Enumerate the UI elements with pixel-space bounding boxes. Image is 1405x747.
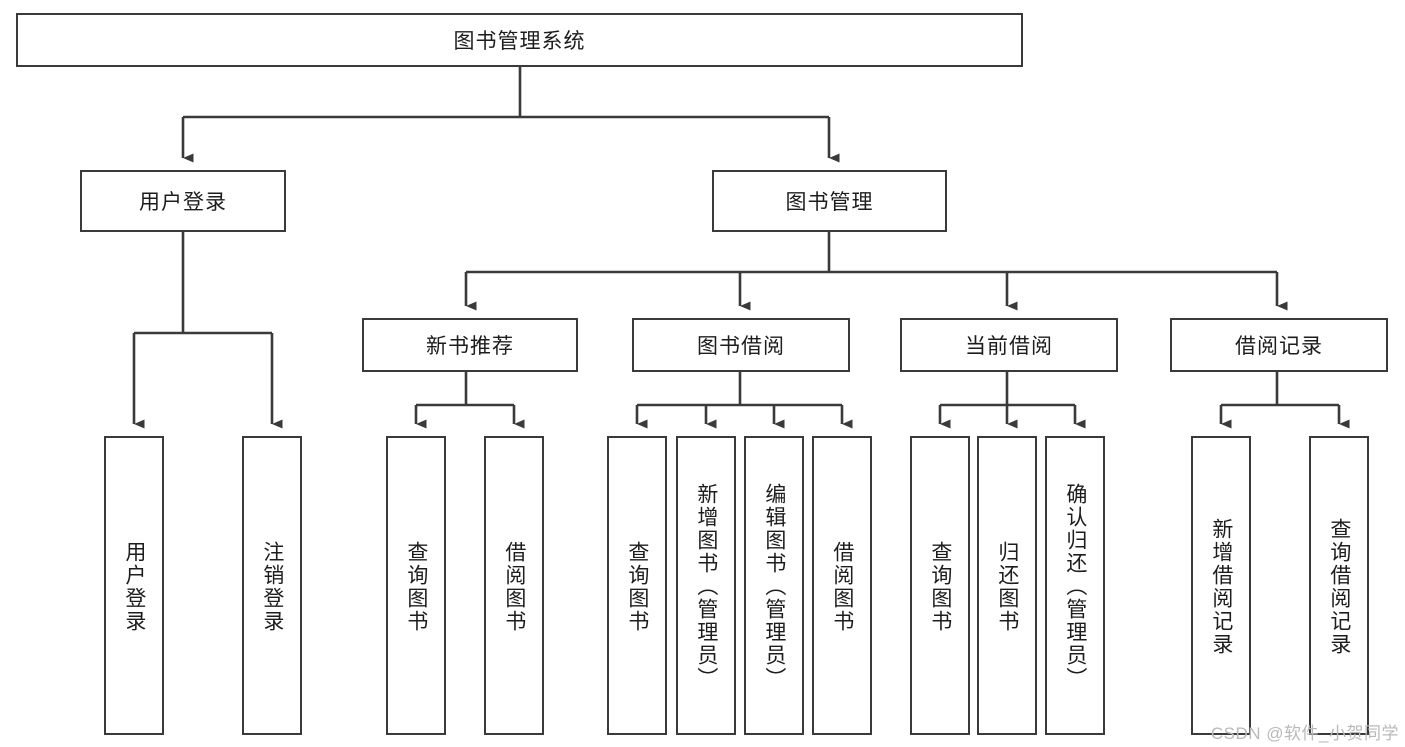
node-current-borrow-label: 当前借阅 bbox=[965, 335, 1053, 358]
leaf-query-book-current-label: 查询图书 bbox=[928, 540, 952, 633]
watermark: CSDN @软件_小贺同学 bbox=[1210, 724, 1399, 743]
node-root[interactable]: 图书管理系统 bbox=[16, 13, 1023, 67]
leaf-add-book-admin[interactable]: 新增图书（管理员） bbox=[676, 436, 736, 735]
node-root-label: 图书管理系统 bbox=[453, 30, 586, 53]
node-new-book-recommend[interactable]: 新书推荐 bbox=[362, 318, 578, 372]
leaf-borrow-book[interactable]: 借阅图书 bbox=[812, 436, 872, 735]
node-user-login-label: 用户登录 bbox=[139, 191, 227, 214]
node-user-login[interactable]: 用户登录 bbox=[80, 170, 286, 232]
leaf-logout[interactable]: 注销登录 bbox=[242, 436, 302, 735]
node-new-book-recommend-label: 新书推荐 bbox=[426, 335, 514, 358]
leaf-query-book-current[interactable]: 查询图书 bbox=[910, 436, 970, 735]
node-book-borrow-label: 图书借阅 bbox=[697, 335, 785, 358]
leaf-return-book[interactable]: 归还图书 bbox=[977, 436, 1037, 735]
leaf-return-book-label: 归还图书 bbox=[995, 540, 1019, 633]
leaf-confirm-return-admin[interactable]: 确认归还（管理员） bbox=[1045, 436, 1105, 735]
leaf-edit-book-admin-label: 编辑图书（管理员） bbox=[762, 483, 786, 690]
leaf-add-book-admin-label: 新增图书（管理员） bbox=[694, 483, 718, 690]
leaf-query-book-recommend[interactable]: 查询图书 bbox=[386, 436, 446, 735]
leaf-edit-book-admin[interactable]: 编辑图书（管理员） bbox=[744, 436, 804, 735]
leaf-logout-label: 注销登录 bbox=[260, 540, 284, 633]
leaf-query-book-borrow-label: 查询图书 bbox=[625, 540, 649, 633]
node-borrow-record[interactable]: 借阅记录 bbox=[1170, 318, 1388, 372]
node-current-borrow[interactable]: 当前借阅 bbox=[900, 318, 1118, 372]
leaf-user-login-label: 用户登录 bbox=[122, 540, 146, 633]
leaf-borrow-book-label: 借阅图书 bbox=[830, 540, 854, 633]
leaf-query-book-recommend-label: 查询图书 bbox=[404, 540, 428, 633]
node-book-borrow[interactable]: 图书借阅 bbox=[632, 318, 850, 372]
leaf-add-borrow-record-label: 新增借阅记录 bbox=[1209, 517, 1233, 656]
leaf-add-borrow-record[interactable]: 新增借阅记录 bbox=[1191, 436, 1251, 735]
leaf-borrow-book-recommend[interactable]: 借阅图书 bbox=[484, 436, 544, 735]
leaf-user-login[interactable]: 用户登录 bbox=[104, 436, 164, 735]
leaf-query-book-borrow[interactable]: 查询图书 bbox=[607, 436, 667, 735]
leaf-borrow-book-recommend-label: 借阅图书 bbox=[502, 540, 526, 633]
node-book-management-label: 图书管理 bbox=[785, 191, 874, 214]
node-borrow-record-label: 借阅记录 bbox=[1235, 335, 1323, 358]
leaf-query-borrow-record[interactable]: 查询借阅记录 bbox=[1309, 436, 1369, 735]
leaf-confirm-return-admin-label: 确认归还（管理员） bbox=[1063, 483, 1087, 690]
leaf-query-borrow-record-label: 查询借阅记录 bbox=[1327, 517, 1351, 656]
node-book-management[interactable]: 图书管理 bbox=[712, 170, 947, 232]
